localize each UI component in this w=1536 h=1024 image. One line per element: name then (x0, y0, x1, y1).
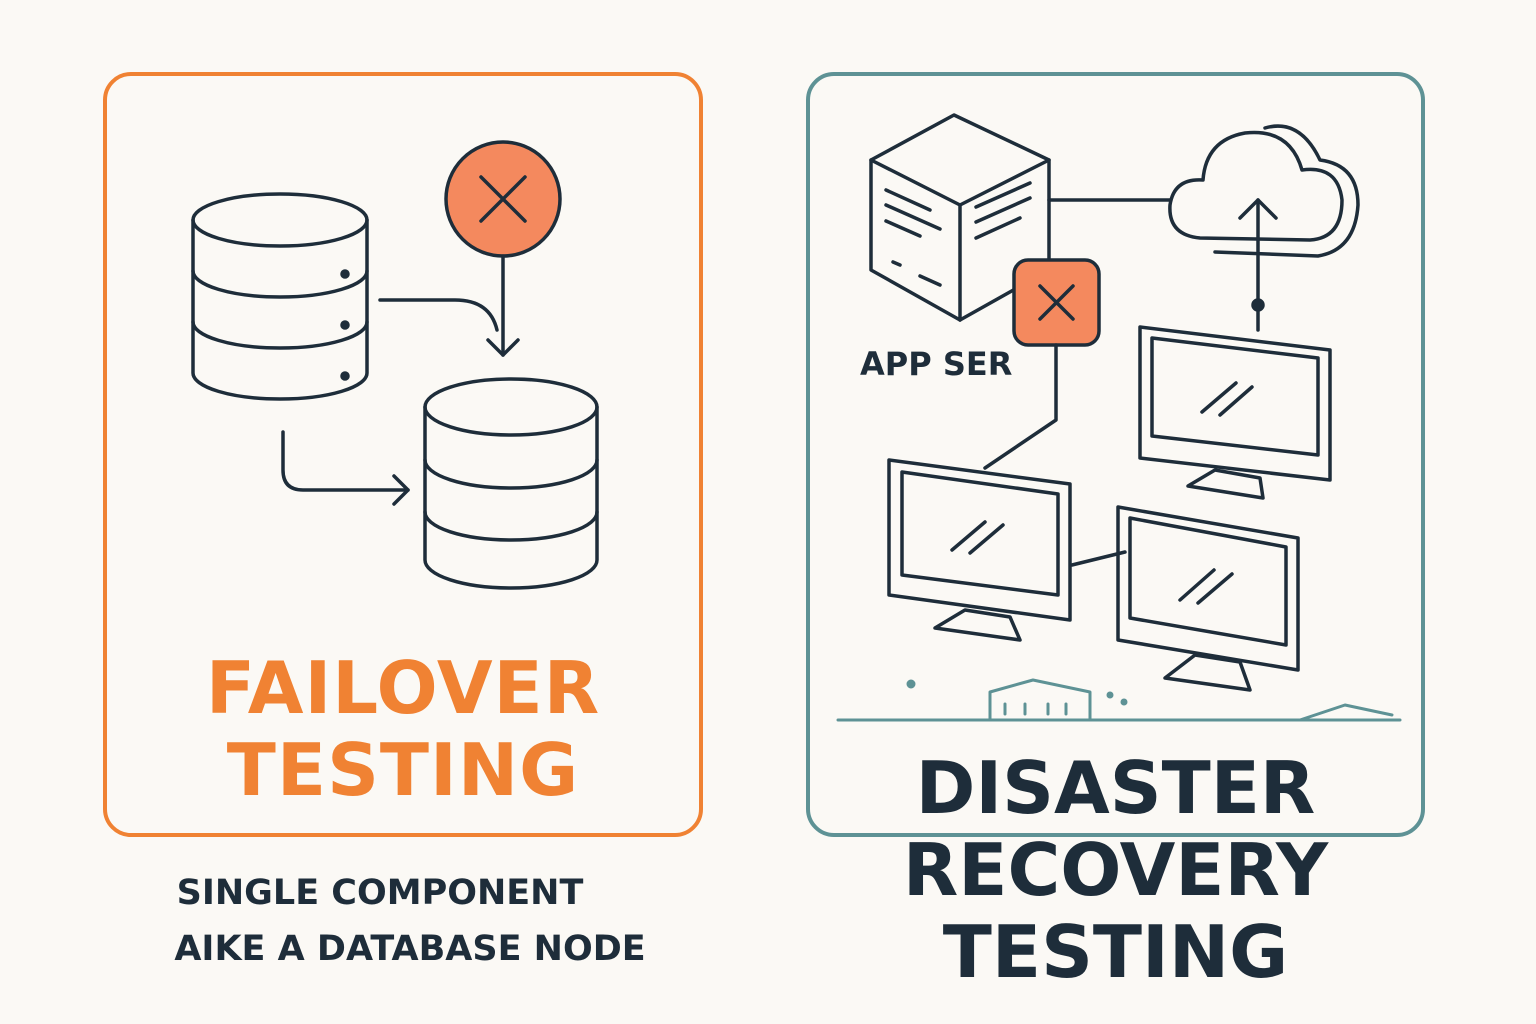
caption-line: AIKE A DATABASE NODE (174, 929, 646, 969)
disaster-recovery-title: DISASTER RECOVERY TESTING (806, 752, 1425, 998)
dr-title-line: DISASTER (915, 746, 1316, 830)
failover-title-line: FAILOVER (205, 646, 601, 730)
building-icon (836, 678, 1402, 722)
failover-title-line: TESTING (226, 728, 580, 812)
monitor-icon (1116, 505, 1300, 692)
monitor-icon (1138, 325, 1332, 500)
failed-node-icon (444, 140, 562, 258)
failover-caption: SINGLE COMPONENT AIKE A DATABASE NODE (150, 876, 670, 988)
failover-title: FAILOVER TESTING (103, 652, 703, 816)
monitor-icon (887, 458, 1072, 642)
primary-database-icon (191, 192, 369, 401)
app-server-icon (869, 113, 1051, 322)
server-monitor-link (983, 343, 1058, 470)
monitor-monitor-link (1070, 550, 1127, 567)
disaster-recovery-panel (806, 72, 1425, 837)
dr-title-line: TESTING (942, 910, 1289, 994)
app-server-label: APP SER (860, 345, 1013, 383)
dr-title-line: RECOVERY (902, 828, 1329, 912)
caption-line: SINGLE COMPONENT (176, 873, 584, 913)
failed-link-icon (1012, 258, 1101, 347)
failover-arrows (281, 254, 520, 506)
failover-database-icon (423, 377, 599, 590)
cloud-upload-icon (1168, 124, 1360, 332)
failover-panel (103, 72, 703, 837)
